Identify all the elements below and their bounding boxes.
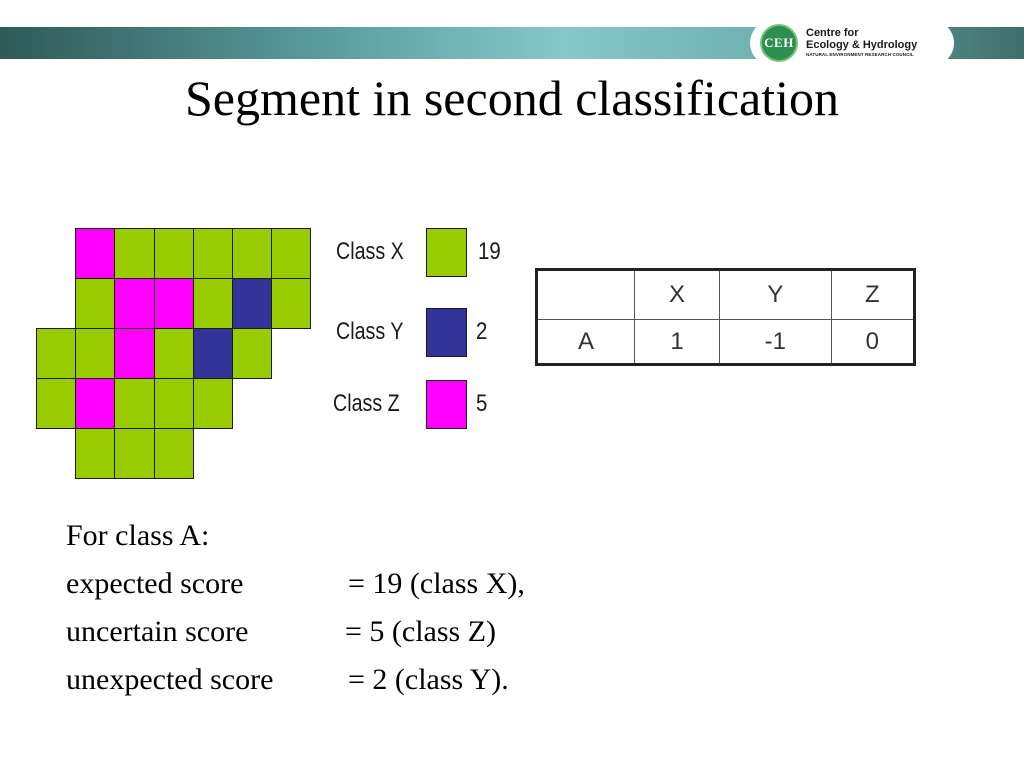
uncertain-score-value: = 5 (class Z): [345, 615, 497, 648]
grid-cell-class-x: [36, 328, 77, 379]
grid-cell-class-x: [153, 428, 194, 479]
grid-cell-class-y: [232, 278, 273, 329]
table-header-cell: Z: [830, 269, 916, 320]
grid-cell-class-x: [232, 228, 273, 279]
ceh-seal-icon: CEH: [760, 24, 798, 62]
legend-swatch-class-z: [426, 380, 467, 429]
grid-cell-class-x: [75, 278, 116, 329]
score-table: X Y Z A 1 -1 0: [535, 268, 916, 366]
grid-cell-class-x: [36, 378, 77, 429]
grid-cell-class-x: [153, 378, 194, 429]
legend-label-class-z: Class Z: [333, 390, 400, 417]
uncertain-score-label: uncertain score: [66, 615, 249, 648]
grid-cell-class-z: [153, 278, 194, 329]
grid-cell-class-x: [75, 328, 116, 379]
legend-swatch-class-x: [426, 228, 467, 277]
legend-count-class-y: 2: [476, 318, 488, 345]
ceh-logo: CEH Centre for Ecology & Hydrology NATUR…: [750, 20, 954, 66]
grid-cell-class-x: [271, 228, 312, 279]
table-header-cell: Y: [719, 269, 832, 320]
expected-score-value: = 19 (class X),: [348, 567, 525, 600]
grid-cell-class-x: [271, 278, 312, 329]
grid-cell-class-x: [192, 378, 233, 429]
logo-line-1: Centre for: [806, 27, 859, 39]
unexpected-score-label: unexpected score: [66, 663, 274, 696]
logo-text: Centre for Ecology & Hydrology NATURAL E…: [806, 27, 917, 59]
expected-score-label: expected score: [66, 567, 244, 600]
slide-title: Segment in second classification: [184, 70, 839, 126]
grid-cell-class-x: [75, 428, 116, 479]
logo-line-2: Ecology & Hydrology: [806, 39, 918, 51]
legend-swatch-class-y: [426, 308, 467, 357]
table-header-cell: [536, 269, 635, 320]
table-row: A 1 -1 0: [536, 319, 916, 365]
grid-cell-class-z: [75, 228, 116, 279]
grid-cell-class-y: [192, 328, 233, 379]
grid-cell-class-x: [232, 328, 273, 379]
table-cell: -1: [719, 319, 832, 365]
grid-cell-class-x: [153, 328, 194, 379]
grid-cell-class-z: [114, 278, 155, 329]
legend-count-class-x: 19: [478, 238, 501, 265]
table-cell: 0: [830, 319, 916, 365]
grid-cell-class-z: [75, 378, 116, 429]
grid-cell-class-x: [192, 228, 233, 279]
table-cell: A: [536, 319, 635, 365]
table-cell: 1: [633, 319, 721, 365]
grid-cell-class-x: [114, 428, 155, 479]
legend-label-class-x: Class X: [336, 238, 404, 265]
unexpected-score-value: = 2 (class Y).: [348, 663, 509, 696]
grid-cell-class-x: [114, 228, 155, 279]
grid-cell-class-x: [192, 278, 233, 329]
grid-cell-class-z: [114, 328, 155, 379]
logo-line-3: NATURAL ENVIRONMENT RESEARCH COUNCIL: [806, 52, 914, 57]
table-header-row: X Y Z: [536, 269, 916, 320]
grid-cell-class-x: [114, 378, 155, 429]
legend-label-class-y: Class Y: [336, 318, 404, 345]
table-header-cell: X: [633, 269, 721, 320]
grid-cell-class-x: [153, 228, 194, 279]
legend-count-class-z: 5: [476, 390, 488, 417]
